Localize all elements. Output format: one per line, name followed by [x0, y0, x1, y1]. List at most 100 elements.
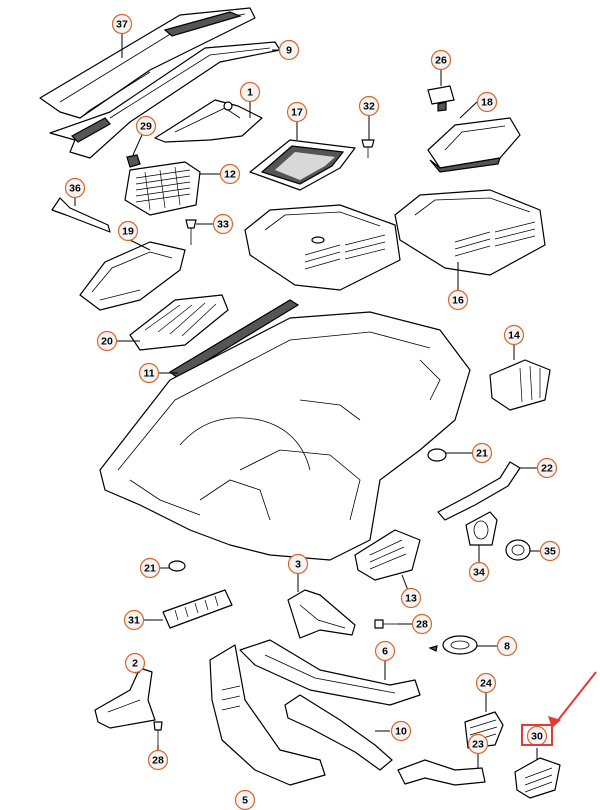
callout-c9: 9 [278, 39, 300, 61]
callout-number: 13 [405, 593, 417, 605]
part-16-vent-panel [394, 189, 546, 276]
callout-c19: 19 [117, 220, 139, 242]
part-21-grommet-lower [168, 560, 186, 572]
part-8-gasket [428, 635, 478, 655]
callout-circle [123, 609, 145, 631]
callout-circle [539, 540, 561, 562]
part-9-cowl-strip [49, 41, 281, 159]
callout-c2: 2 [124, 652, 146, 674]
callout-number: 14 [508, 330, 520, 342]
callout-c37: 37 [111, 13, 133, 35]
callout-circle [471, 442, 493, 464]
part-35-round-vent [505, 539, 531, 561]
callout-number: 30 [531, 731, 543, 743]
callout-number: 33 [217, 219, 229, 231]
callout-c17: 17 [286, 101, 308, 123]
callout-c16: 16 [447, 289, 469, 311]
part-20-vent-grille [129, 294, 229, 351]
callout-c34: 34 [468, 561, 490, 583]
part-17-rubber-mat [249, 139, 356, 191]
callout-circle [147, 749, 169, 771]
callout-number: 35 [544, 546, 556, 558]
part-36-bracket [51, 197, 111, 233]
callout-c13: 13 [400, 587, 422, 609]
callout-number: 16 [452, 295, 464, 307]
callout-c32: 32 [358, 95, 380, 117]
callout-number: 21 [476, 448, 488, 460]
callout-c33: 33 [212, 213, 234, 235]
callout-c21a: 21 [471, 442, 493, 464]
part-22-air-hose [437, 461, 521, 521]
callout-c28b: 28 [147, 749, 169, 771]
part-32-screw [361, 139, 375, 158]
callout-circle [476, 91, 498, 113]
callout-circle [467, 733, 489, 755]
callout-number: 31 [128, 615, 140, 627]
callout-c31: 31 [123, 609, 145, 631]
callout-circle [212, 213, 234, 235]
callout-c36: 36 [64, 177, 86, 199]
callout-c18: 18 [476, 91, 498, 113]
highlight-arrowhead [548, 716, 561, 728]
parts-drawings [39, 7, 561, 799]
callout-number: 11 [143, 368, 154, 380]
callout-number: 5 [242, 795, 248, 807]
callout-c14: 14 [503, 324, 525, 346]
callout-c26: 26 [430, 49, 452, 71]
part-28-screw-upper [374, 619, 398, 629]
part-34-duct-adapter [465, 511, 498, 546]
part-14-side-vent [489, 359, 551, 411]
callout-c24: 24 [475, 672, 497, 694]
callout-number: 20 [101, 336, 113, 348]
callout-c12: 12 [219, 163, 241, 185]
callout-circle [447, 289, 469, 311]
callout-c1: 1 [239, 81, 261, 103]
callout-number: 22 [541, 463, 553, 475]
callout-circle [64, 177, 86, 199]
part-30-vent [514, 757, 561, 799]
part-26-connector-plug [427, 85, 455, 112]
callout-number: 2 [132, 658, 138, 670]
callout-circle [139, 557, 161, 579]
callout-number: 3 [295, 559, 301, 571]
callout-circle [374, 640, 396, 662]
callout-circle [239, 81, 261, 103]
part-31-connector-strip [162, 589, 233, 629]
callout-circle [430, 49, 452, 71]
callout-number: 9 [286, 45, 292, 57]
callout-circle [468, 561, 490, 583]
callout-c3: 3 [287, 553, 309, 575]
callout-c11: 11 [138, 362, 160, 384]
callout-c20: 20 [96, 330, 118, 352]
callout-c28a: 28 [411, 613, 433, 635]
highlight-box [521, 724, 553, 746]
callout-c10: 10 [390, 720, 412, 742]
callout-circle [138, 362, 160, 384]
callout-circle [287, 553, 309, 575]
callout-number: 23 [472, 739, 484, 751]
callout-c30: 30 [526, 725, 548, 747]
callout-circle [117, 220, 139, 242]
part-dashboard-body [99, 311, 471, 561]
callout-c22: 22 [536, 457, 558, 479]
callout-number: 10 [395, 726, 407, 738]
callout-circle [286, 101, 308, 123]
callout-number: 32 [363, 101, 375, 113]
part-2-bracket-duct [94, 667, 156, 729]
callout-number: 28 [416, 619, 428, 631]
callout-circle [124, 652, 146, 674]
part-18-display-module [427, 117, 521, 173]
callout-circle [536, 457, 558, 479]
callout-c21b: 21 [139, 557, 161, 579]
part-33-pin [185, 219, 197, 245]
part-37-cowl-panel [39, 7, 256, 119]
part-13-lower-vent [354, 529, 421, 581]
callout-number: 21 [144, 563, 156, 575]
highlight-annotation [521, 671, 597, 746]
callout-number: 12 [224, 169, 236, 181]
callout-circle [278, 39, 300, 61]
part-29-clip [126, 154, 141, 168]
callout-c6: 6 [374, 640, 396, 662]
